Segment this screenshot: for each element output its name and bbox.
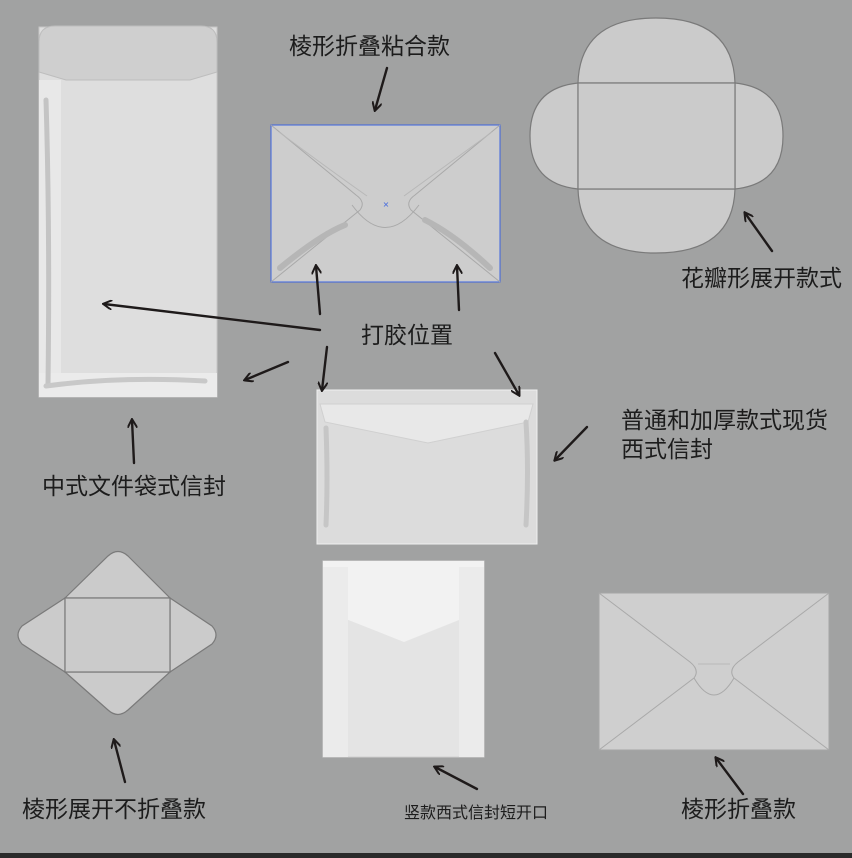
label-diamond-unfold-nofold: 棱形展开不折叠款 bbox=[22, 797, 206, 823]
petal-unfold-envelope bbox=[529, 17, 784, 254]
diamond-unfold-envelope bbox=[17, 550, 217, 716]
arrow-icon bbox=[245, 360, 290, 380]
arrow-icon bbox=[132, 420, 134, 465]
label-western-envelope: 西式信封 bbox=[621, 437, 713, 463]
label-chinese-document: 中式文件袋式信封 bbox=[42, 474, 226, 500]
arrow-icon bbox=[745, 213, 774, 253]
arrow-icon bbox=[493, 351, 519, 395]
label-glue-position: 打胶位置 bbox=[361, 323, 453, 349]
label-diamond-fold-glue: 棱形折叠粘合款 bbox=[289, 34, 450, 60]
arrow-icon bbox=[316, 266, 320, 316]
label-diamond-fold: 棱形折叠款 bbox=[681, 797, 796, 823]
regular-western-envelope bbox=[316, 389, 538, 545]
svg-text:×: × bbox=[383, 200, 390, 209]
diamond-fold-envelope bbox=[598, 592, 830, 751]
label-regular-thick: 普通和加厚款式现货 bbox=[621, 408, 828, 434]
arrows bbox=[104, 66, 774, 796]
arrow-icon bbox=[716, 758, 745, 796]
arrow-icon bbox=[457, 266, 459, 312]
arrow-icon bbox=[322, 345, 329, 390]
arrow-icon bbox=[375, 66, 389, 110]
diamond-fold-glue-envelope: × bbox=[270, 124, 501, 283]
arrow-icon bbox=[104, 304, 322, 332]
arrow-icon bbox=[114, 740, 127, 784]
arrow-icon bbox=[435, 767, 479, 791]
label-petal-unfold: 花瓣形展开款式 bbox=[681, 266, 842, 292]
arrow-icon bbox=[555, 425, 589, 460]
bottom-border bbox=[0, 853, 852, 858]
vertical-western-envelope bbox=[322, 560, 485, 758]
chinese-document-envelope bbox=[38, 25, 218, 398]
label-vertical-western-short: 竖款西式信封短开口 bbox=[404, 803, 549, 822]
